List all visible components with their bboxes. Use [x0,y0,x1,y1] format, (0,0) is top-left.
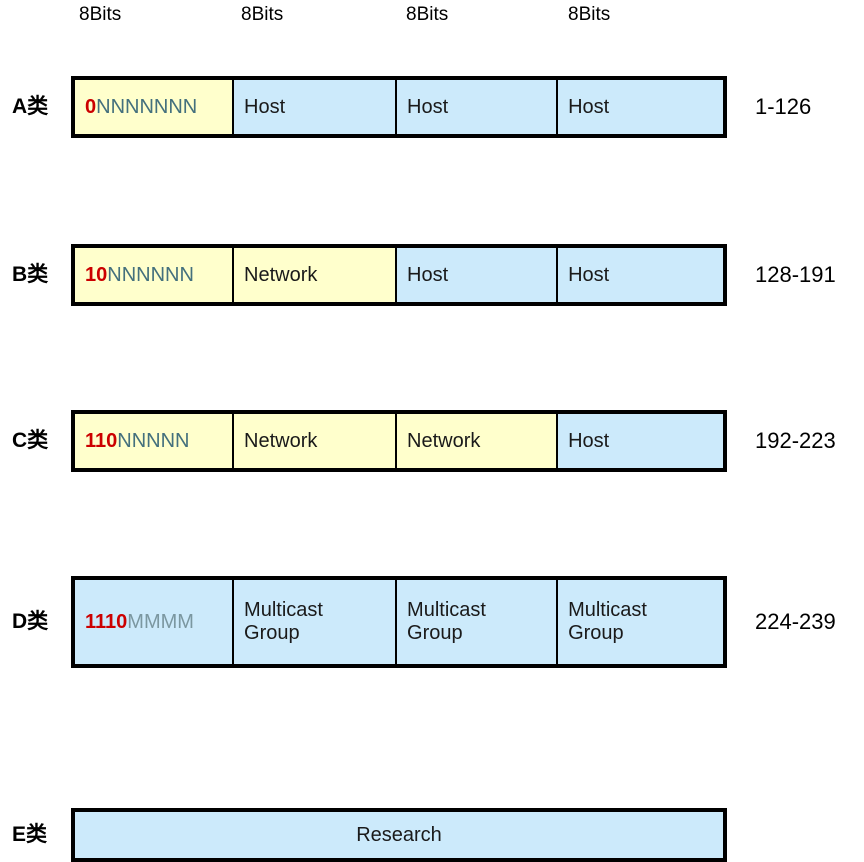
class-e-research-cell: Research [75,812,723,858]
bit-pattern-c: 110NNNNN [85,430,189,453]
class-label-e: E类 [12,823,48,846]
class-label-d: D类 [12,610,49,633]
bit-pattern-a: 0NNNNNNN [85,96,197,119]
class-a-range: 1-126 [755,94,812,119]
class-e-research-label: Research [356,823,442,846]
bit-pattern-d: 1110MMMM [85,611,194,634]
bit-prefix-c: 110 [85,429,118,452]
class-c-octet-3: Network [397,414,559,468]
class-d-octet-3: Multicast Group [397,580,559,664]
class-d-octet-2: Multicast Group [234,580,398,664]
class-c-octet-4-label: Host [568,429,610,452]
class-row-e: E类 Research [0,404,864,862]
class-c-octet-4: Host [558,414,723,468]
column-header-3: 8Bits [406,4,449,25]
class-row-c: C类 110NNNNN Network Network Host 192-223 [0,205,864,472]
class-a-octet-2: Host [234,80,398,134]
class-a-octet-4: Host [558,80,723,134]
bit-prefix-d: 1110 [85,610,128,633]
bit-rest-a: NNNNNNN [96,95,198,118]
class-a-octet-4-label: Host [568,95,610,118]
class-row-d: D类 1110MMMM Multicast Group Multicast Gr… [0,288,864,668]
bit-rest-c: NNNNN [117,429,190,452]
class-a-octet-1: 0NNNNNNN [75,80,235,134]
class-e-octets: Research [71,808,727,862]
class-c-range: 192-223 [755,428,836,453]
class-label-b: B类 [12,263,49,286]
class-d-octet-3-label: Multicast Group [407,599,486,644]
class-a-octet-3-label: Host [407,95,449,118]
class-b-octet-2: Network [234,248,398,302]
class-b-octet-3: Host [397,248,559,302]
class-c-octet-1: 110NNNNN [75,414,235,468]
class-row-b: B类 10NNNNNN Network Host Host 128-191 [0,122,864,306]
class-label-c: C类 [12,429,49,452]
class-b-octet-3-label: Host [407,263,449,286]
column-header-strip: 8Bits 8Bits 8Bits 8Bits [71,0,727,30]
class-d-octets: 1110MMMM Multicast Group Multicast Group… [71,576,727,668]
column-header-2: 8Bits [241,4,284,25]
column-header-4: 8Bits [568,4,611,25]
bit-rest-d: MMMM [127,610,194,633]
class-d-octet-4-label: Multicast Group [568,599,647,644]
class-label-a: A类 [12,95,49,118]
class-b-octet-4-label: Host [568,263,610,286]
bit-prefix-b: 10 [85,263,108,286]
class-b-octet-2-label: Network [244,263,318,286]
class-c-octet-3-label: Network [407,429,481,452]
class-d-range: 224-239 [755,609,836,634]
class-d-octet-4: Multicast Group [558,580,723,664]
class-b-octet-1: 10NNNNNN [75,248,235,302]
class-d-octet-1: 1110MMMM [75,580,235,664]
class-c-octet-2: Network [234,414,398,468]
class-b-octets: 10NNNNNN Network Host Host [71,244,727,306]
class-b-octet-4: Host [558,248,723,302]
class-c-octet-2-label: Network [244,429,318,452]
class-d-octet-2-label: Multicast Group [244,599,323,644]
bit-prefix-a: 0 [85,95,97,118]
class-a-octet-3: Host [397,80,559,134]
class-a-octets: 0NNNNNNN Host Host Host [71,76,727,138]
column-header-1: 8Bits [79,4,122,25]
class-row-a: A类 0NNNNNNN Host Host Host 1-126 [0,38,864,138]
bit-pattern-b: 10NNNNNN [85,264,194,287]
class-b-range: 128-191 [755,262,836,287]
class-a-octet-2-label: Host [244,95,286,118]
bit-rest-b: NNNNNN [107,263,194,286]
